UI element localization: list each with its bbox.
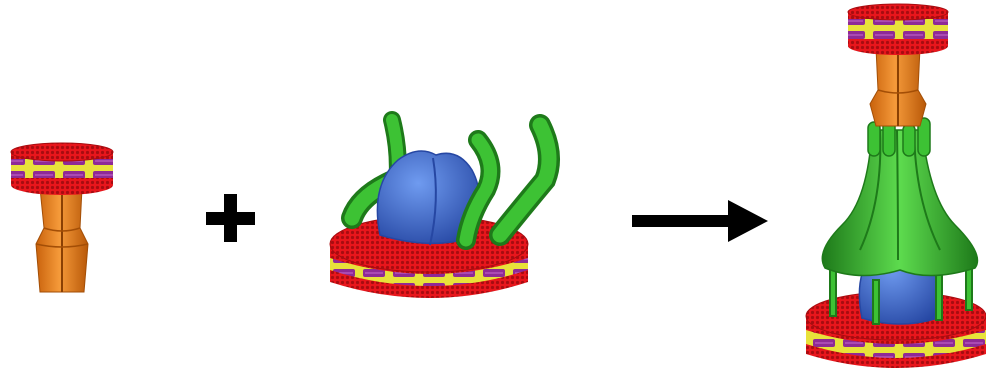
assembled-complex-icon	[806, 4, 986, 368]
orange-stalk-on-small-nanodisc-icon	[11, 143, 113, 292]
blue-protein-with-green-tentacles-on-nanodisc-icon	[330, 120, 549, 298]
plus-icon	[206, 194, 255, 242]
right-arrow-icon	[632, 200, 768, 242]
